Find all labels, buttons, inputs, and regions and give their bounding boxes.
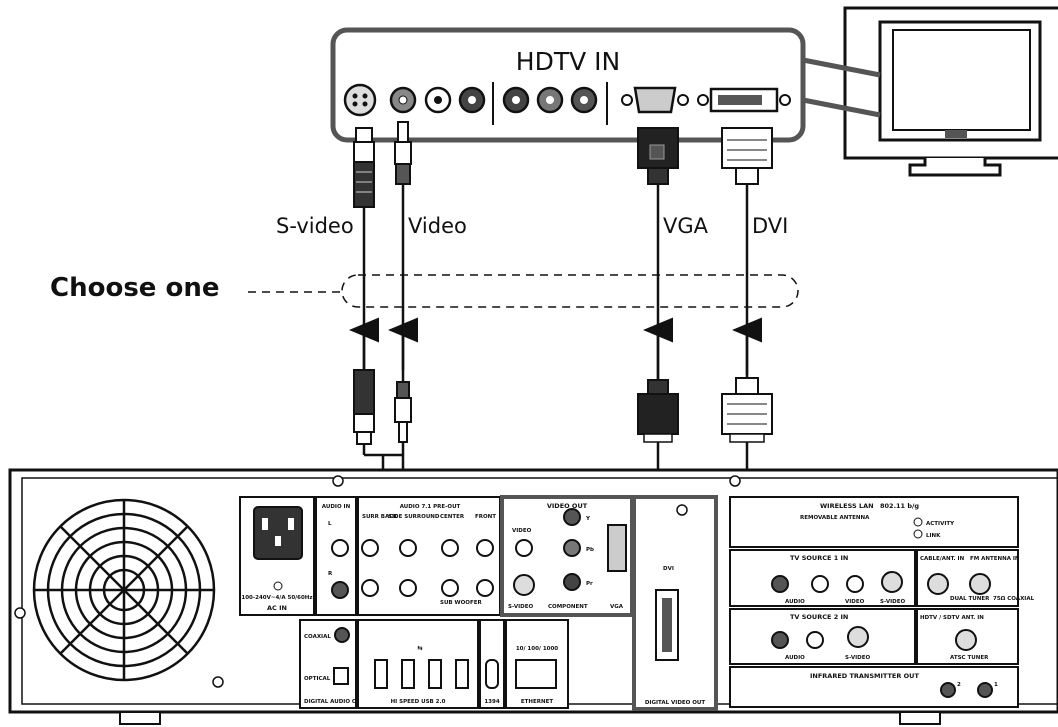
digital-video-out-section: DVI DIGITAL VIDEO OUT: [634, 497, 716, 709]
pc-svideo-jack: [514, 575, 534, 595]
optical-label: OPTICAL: [304, 676, 331, 682]
vga-plug-bottom: [638, 380, 678, 442]
dvi-label: DVI: [752, 214, 788, 238]
sub-woofer-label: SUB WOOFER: [440, 600, 482, 606]
svideo-plug-bottom: [354, 370, 374, 444]
fm-ant-label: FM ANTENNA IN: [970, 556, 1020, 562]
video-out-section: VIDEO OUT VIDEO S-VIDEO Y Pb Pr COMPONEN…: [502, 497, 632, 615]
pc-vga-port: [608, 525, 626, 571]
digital-video-out-label: DIGITAL VIDEO OUT: [645, 700, 706, 706]
choose-one-bracket: [342, 275, 798, 307]
direction-arrows: [364, 330, 747, 380]
ethernet-port: [516, 660, 556, 688]
tv2-audio-label: AUDIO: [785, 655, 805, 661]
activity-label: ACTIVITY: [926, 521, 955, 527]
dvi-plug-bottom: [722, 378, 772, 442]
usb-label: HI SPEED USB 2.0: [391, 699, 446, 705]
audio-in-l-jack: [332, 540, 348, 556]
dvi-label-pc: DVI: [663, 566, 674, 572]
tv-vga-port: [635, 88, 675, 112]
video-label-pc: VIDEO: [512, 528, 532, 534]
video-out-label: VIDEO OUT: [547, 502, 588, 510]
digital-audio-out-label: DIGITAL AUDIO OUT: [304, 699, 365, 705]
svideo-label-pc: S-VIDEO: [508, 604, 533, 610]
center-label: CENTER: [440, 514, 465, 520]
panel-title: HDTV IN: [516, 47, 620, 76]
fan-grille-icon: [34, 500, 214, 680]
audio-in-r-jack: [332, 582, 348, 598]
monitor: [845, 8, 1058, 175]
tv-source-1-label: TV SOURCE 1 IN: [790, 554, 848, 562]
power-socket-icon: [254, 507, 302, 559]
firewire-section: 1394: [480, 620, 504, 708]
front-label: FRONT: [475, 514, 496, 520]
svideo-label: S-video: [276, 214, 354, 238]
hdtv-ant-label: HDTV / SDTV ANT. IN: [920, 615, 984, 621]
ac-in-section: 100-240V~4/A 50/60Hz AC IN: [240, 497, 314, 615]
ir-1-label: 1: [994, 682, 998, 688]
tuner-section: CABLE/ANT. IN FM ANTENNA IN DUAL TUNER 7…: [917, 550, 1035, 606]
tv1-video-label: VIDEO: [845, 599, 865, 605]
ac-in-label: AC IN: [267, 604, 287, 612]
audio-71-section: AUDIO 7.1 PRE-OUT SURR BACK SIDE SURROUN…: [358, 497, 500, 615]
pr-label: Pr: [586, 581, 593, 587]
tv2-svideo-label: S-VIDEO: [845, 655, 870, 661]
audio-in-l-label: L: [328, 521, 332, 527]
video-plug-bottom: [395, 382, 411, 442]
coaxial-75-label: 75Ω COAXIAL: [993, 596, 1035, 602]
hp-logo-icon: [945, 130, 967, 138]
ac-rating: 100-240V~4/A 50/60Hz: [241, 595, 312, 601]
infrared-section: INFRARED TRANSMITTER OUT 2 1: [730, 667, 1018, 707]
ethernet-section: 10/ 100/ 1000 ETHERNET: [506, 620, 568, 708]
usb-section: ⇆ HI SPEED USB 2.0: [358, 620, 478, 708]
wireless-label: WIRELESS LAN: [820, 502, 874, 510]
choose-one-label: Choose one: [50, 273, 219, 303]
ethernet-label: ETHERNET: [521, 699, 553, 705]
hdtv-ant-section: HDTV / SDTV ANT. IN ATSC TUNER: [917, 609, 1018, 664]
digital-audio-section: COAXIAL OPTICAL DIGITAL AUDIO OUT: [300, 620, 365, 708]
audio-in-label: AUDIO IN: [322, 504, 351, 510]
usb-icon: ⇆: [417, 644, 423, 652]
audio-71-label: AUDIO 7.1 PRE-OUT: [400, 504, 461, 510]
side-surround-label: SIDE SURROUND: [388, 514, 440, 520]
audio-in-section: AUDIO IN L R: [316, 497, 356, 615]
tv1-audio-label: AUDIO: [785, 599, 805, 605]
tv-source-2-label: TV SOURCE 2 IN: [790, 613, 848, 621]
hdtv-in-panel: HDTV IN: [333, 30, 880, 140]
component-label: COMPONENT: [548, 604, 588, 610]
pb-label: Pb: [586, 547, 594, 553]
atsc-label: ATSC TUNER: [950, 655, 989, 661]
video-label: Video: [408, 214, 467, 238]
pc-video-jack: [516, 540, 532, 556]
tv1-svideo-label: S-VIDEO: [880, 599, 905, 605]
ir-2-label: 2: [957, 682, 961, 688]
wireless-std-label: 802.11 b/g: [880, 502, 919, 510]
vga-label-pc: VGA: [610, 604, 624, 610]
coaxial-label: COAXIAL: [304, 634, 331, 640]
tv-svideo-port: [345, 85, 375, 115]
ethernet-speed-label: 10/ 100/ 1000: [516, 646, 558, 652]
dual-tuner-label: DUAL TUNER: [950, 596, 990, 602]
link-label: LINK: [926, 533, 941, 539]
tv-source-2-section: TV SOURCE 2 IN AUDIO S-VIDEO: [730, 609, 915, 664]
removable-antenna-label: REMOVABLE ANTENNA: [800, 515, 870, 521]
tv-source-1-section: TV SOURCE 1 IN AUDIO VIDEO S-VIDEO: [730, 550, 915, 606]
wireless-section: WIRELESS LAN 802.11 b/g REMOVABLE ANTENN…: [730, 497, 1018, 547]
infrared-label: INFRARED TRANSMITTER OUT: [810, 672, 919, 680]
vga-label: VGA: [663, 214, 709, 238]
firewire-label: 1394: [484, 699, 499, 705]
cable-ant-label: CABLE/ANT. IN: [920, 556, 965, 562]
